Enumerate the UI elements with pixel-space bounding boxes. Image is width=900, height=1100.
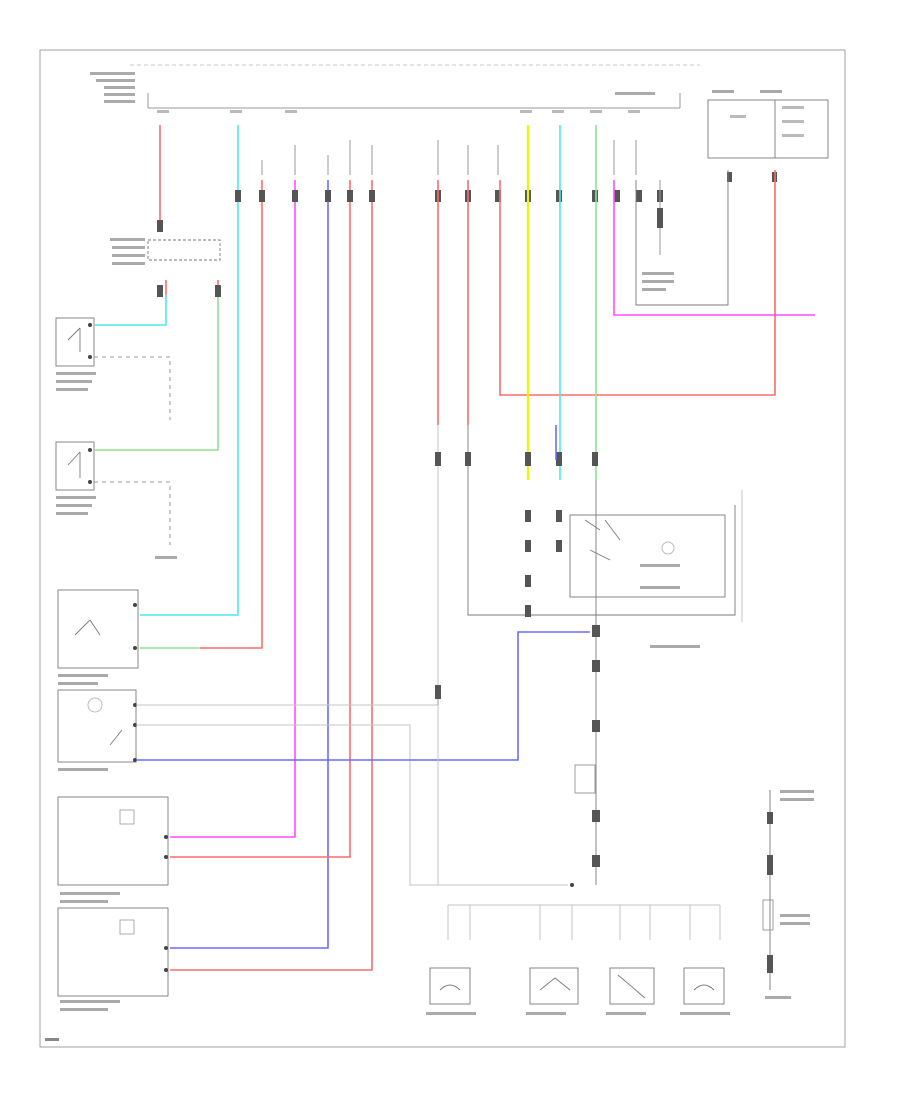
room-light-assembly-box (57, 589, 139, 685)
dome-light-assembly-box (57, 631, 590, 771)
red-wire-illumination-right (170, 180, 373, 971)
right-illumination-module (57, 907, 169, 1011)
center-ground-distribution (409, 425, 721, 940)
blue-wire-right-illumination (170, 180, 329, 949)
cyan-wire-left-switch (95, 295, 167, 326)
wire-top-ticks (261, 140, 637, 175)
magenta-wire-illumination (170, 180, 296, 838)
right-sensor-ground (762, 790, 814, 999)
magenta-wire-right (613, 180, 815, 316)
right-door-switch-box (609, 967, 655, 1005)
page-number-mark (45, 1038, 59, 1041)
left-door-switch-box (529, 967, 579, 1005)
right-lamp-assembly-box (683, 967, 725, 1005)
left-lamp-assembly-box (429, 967, 471, 1005)
ground-block-upper (635, 170, 729, 306)
cyan-wire-main (140, 125, 239, 616)
green-wire-left (95, 295, 219, 451)
red-wire-illumination-left (170, 180, 351, 858)
door-switch-assembly (467, 425, 743, 648)
top-left-label-block (90, 72, 135, 103)
left-illumination-module (57, 796, 169, 903)
top-connector-labels (157, 110, 640, 113)
top-bus (147, 93, 681, 109)
bottom-components (426, 967, 730, 1015)
right-door-courtesy-switch (55, 441, 177, 559)
fuse-box-right (707, 90, 829, 159)
central-ground-chain (570, 480, 600, 887)
connector-row-mid (435, 425, 598, 466)
red-wire-loop (499, 170, 776, 396)
junction-box-left (110, 238, 221, 265)
bus-label (615, 92, 655, 95)
left-door-courtesy-switch (55, 317, 171, 420)
connector-row-top (157, 172, 777, 297)
diagram-frame (39, 49, 846, 1048)
red-wire-room-light (200, 180, 263, 649)
